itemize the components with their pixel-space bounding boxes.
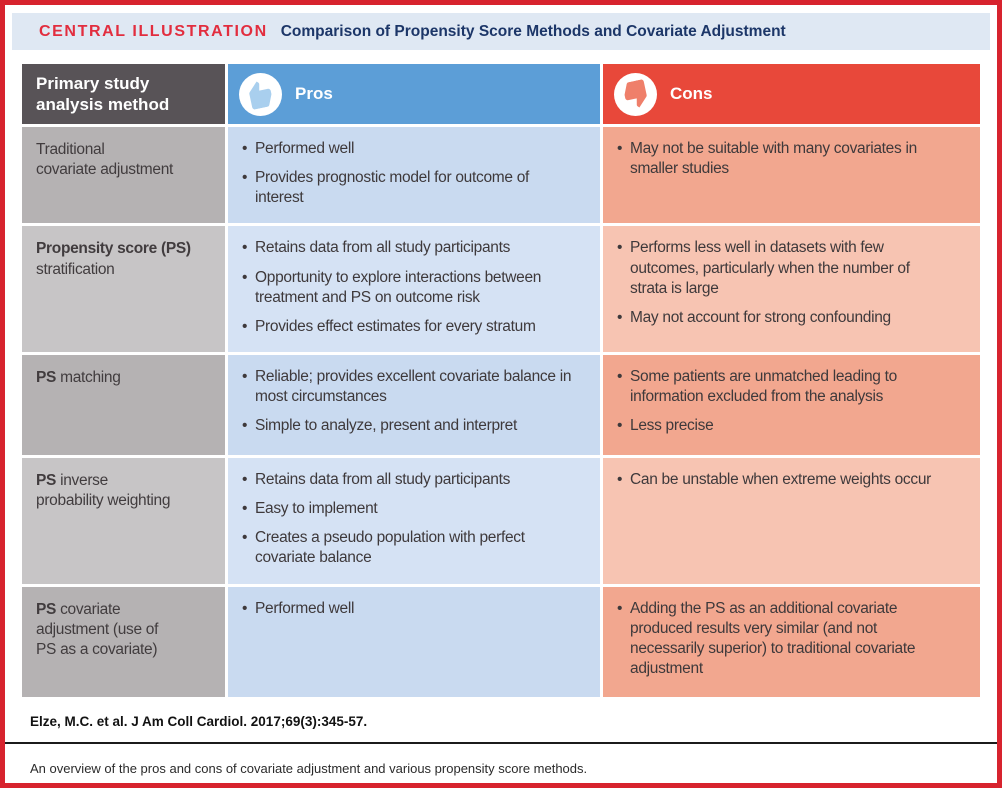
pros-item: Performed well (242, 139, 572, 159)
cons-cell: Some patients are unmatched leading to i… (603, 354, 980, 455)
pros-header-label: Pros (295, 84, 333, 103)
method-bold-text: PS (36, 368, 57, 386)
pros-list: Retains data from all study participants… (228, 226, 600, 352)
pros-item: Creates a pseudo population with perfect… (242, 528, 572, 568)
citation: Elze, M.C. et al. J Am Coll Cardiol. 201… (30, 713, 368, 729)
pros-item: Opportunity to explore interactions betw… (242, 268, 572, 308)
pros-item: Performed well (242, 599, 572, 619)
cons-cell: May not be suitable with many covariates… (603, 127, 980, 224)
pros-item: Simple to analyze, present and interpret (242, 416, 572, 436)
method-cell: PS covariate adjustment (use of PS as a … (22, 586, 225, 697)
figure-title-bar: CENTRAL ILLUSTRATION Comparison of Prope… (12, 13, 990, 50)
pros-list: Performed wellProvides prognostic model … (228, 127, 600, 223)
figure-caption: An overview of the pros and cons of cova… (30, 760, 588, 776)
comparison-table: Primary study analysis method Pros Cons … (22, 64, 980, 697)
method-rest-text: inverse probability weighting (36, 471, 171, 510)
method-cell: Traditional covariate adjustment (22, 127, 225, 224)
method-rest-text: stratification (36, 260, 115, 278)
cons-item: Some patients are unmatched leading to i… (617, 367, 934, 407)
pros-cell: Retains data from all study participants… (228, 457, 600, 584)
cons-item: May not be suitable with many covariates… (617, 139, 934, 179)
cons-list: Adding the PS as an additional covariate… (603, 587, 980, 695)
cons-list: Some patients are unmatched leading to i… (603, 355, 980, 451)
pros-cell: Reliable; provides excellent covariate b… (228, 354, 600, 455)
cons-item: Less precise (617, 416, 934, 436)
cons-item: Performs less well in datasets with few … (617, 238, 934, 298)
thumbs-down-icon (614, 72, 657, 116)
figure-title: Comparison of Propensity Score Methods a… (280, 22, 786, 40)
cons-cell: Performs less well in datasets with few … (603, 226, 980, 352)
method-rest-text: covariate adjustment (use of PS as a cov… (36, 600, 159, 659)
method-bold-text: Propensity score (PS) (36, 240, 191, 258)
pros-cell: Retains data from all study participants… (228, 226, 600, 352)
cons-header-label: Cons (670, 84, 713, 103)
central-illustration-label: CENTRAL ILLUSTRATION (39, 22, 268, 40)
cons-cell: Adding the PS as an additional covariate… (603, 586, 980, 697)
cons-list: May not be suitable with many covariates… (603, 127, 980, 194)
method-cell: Propensity score (PS) stratification (22, 226, 225, 352)
thumbs-up-icon (239, 72, 282, 116)
pros-item: Retains data from all study participants (242, 470, 572, 490)
cons-item: Can be unstable when extreme weights occ… (617, 470, 934, 490)
cons-item: Adding the PS as an additional covariate… (617, 599, 934, 680)
pros-item: Reliable; provides excellent covariate b… (242, 367, 572, 407)
pros-list: Performed well (228, 587, 600, 634)
cons-list: Can be unstable when extreme weights occ… (603, 458, 980, 505)
method-bold-text: PS (36, 600, 57, 618)
column-header-method: Primary study analysis method (22, 64, 225, 124)
pros-item: Provides prognostic model for outcome of… (242, 168, 572, 208)
method-bold-text: PS (36, 471, 57, 489)
divider-line (5, 741, 997, 744)
method-rest-text: Traditional covariate adjustment (36, 141, 174, 179)
method-rest-text: matching (56, 368, 121, 386)
column-header-pros: Pros (228, 64, 600, 124)
cons-cell: Can be unstable when extreme weights occ… (603, 457, 980, 584)
method-cell: PS matching (22, 354, 225, 455)
method-cell: PS inverse probability weighting (22, 457, 225, 584)
pros-list: Retains data from all study participants… (228, 458, 600, 584)
cons-item: May not account for strong confounding (617, 308, 934, 328)
pros-cell: Performed wellProvides prognostic model … (228, 127, 600, 224)
pros-cell: Performed well (228, 586, 600, 697)
column-header-cons: Cons (603, 64, 980, 124)
cons-list: Performs less well in datasets with few … (603, 226, 980, 343)
pros-item: Provides effect estimates for every stra… (242, 317, 572, 337)
pros-list: Reliable; provides excellent covariate b… (228, 355, 600, 451)
pros-item: Retains data from all study participants (242, 238, 572, 258)
pros-item: Easy to implement (242, 499, 572, 519)
